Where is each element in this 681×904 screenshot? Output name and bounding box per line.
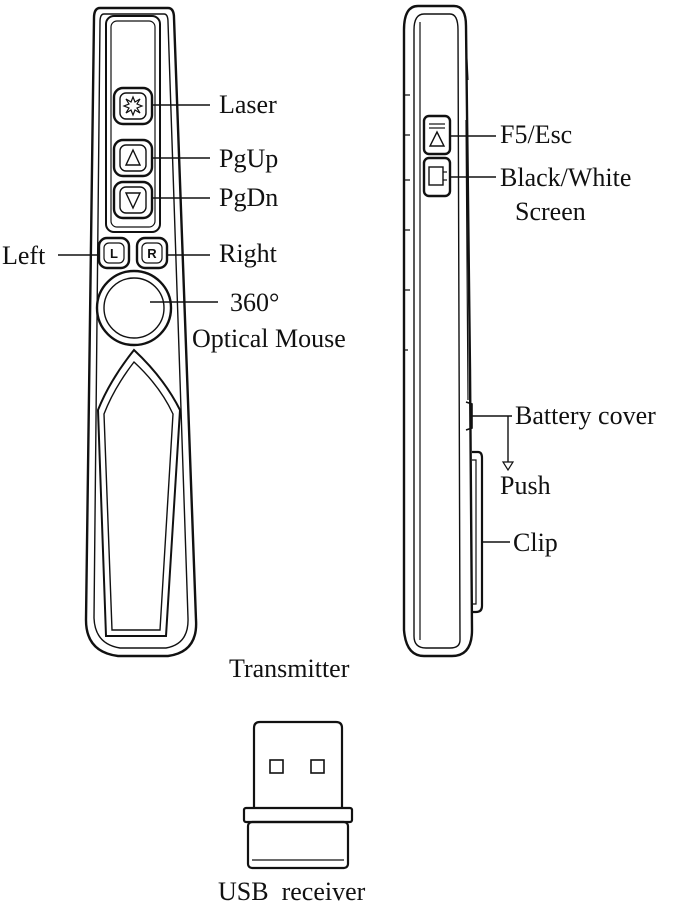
optical-mouse-sensor[interactable] <box>95 269 173 347</box>
left-mouse-button[interactable]: L <box>97 236 131 270</box>
front-body-outline <box>84 6 198 658</box>
transmitter-caption: Transmitter <box>229 654 350 683</box>
push-arrow-head <box>501 461 515 472</box>
right-label: Right <box>219 239 278 268</box>
transmitter-side-view: F5/Esc Black/White Screen Battery cover … <box>402 4 656 658</box>
down-triangle-icon <box>124 192 142 210</box>
side-rear-edge <box>465 39 469 401</box>
pgdn-label: PgDn <box>219 183 278 212</box>
transmitter-front-view: L R Laser PgUp PgDn Left Right 360° Opti… <box>2 6 346 658</box>
front-button-panel-inner <box>110 20 156 228</box>
screen-icon <box>428 166 444 186</box>
clip[interactable] <box>472 450 484 614</box>
up-triangle-icon <box>124 148 142 166</box>
side-ridges <box>404 94 410 351</box>
pgup-label: PgUp <box>219 144 278 173</box>
left-button-letter: L <box>110 246 118 261</box>
f5-triangle-icon <box>428 130 446 147</box>
pgup-button[interactable] <box>112 138 154 178</box>
laser-button[interactable] <box>112 86 154 126</box>
mouse-label-line1: 360° <box>230 288 279 317</box>
clip-inner <box>472 459 477 605</box>
usb-connector-hole-right <box>310 759 325 774</box>
usb-receiver-caption: USB receiver <box>218 877 366 904</box>
black-white-screen-button[interactable] <box>422 156 452 198</box>
side-body-outline <box>402 4 474 658</box>
right-button-letter: R <box>147 246 157 261</box>
f5-esc-label: F5/Esc <box>500 120 572 149</box>
usb-collar <box>242 806 354 824</box>
usb-connector <box>252 720 344 808</box>
usb-receiver <box>242 720 354 870</box>
f5-esc-button[interactable] <box>422 114 452 156</box>
black-white-label-line2: Screen <box>515 197 586 226</box>
side-body-inner <box>413 13 461 649</box>
usb-body <box>246 820 350 870</box>
laser-icon <box>122 95 144 117</box>
usb-connector-hole-left <box>269 759 284 774</box>
front-lower-arch <box>96 348 182 637</box>
right-mouse-button[interactable]: R <box>135 236 169 270</box>
push-label: Push <box>500 471 551 500</box>
mouse-label-line2: Optical Mouse <box>192 324 346 353</box>
battery-cover-label: Battery cover <box>515 401 656 430</box>
left-label: Left <box>2 241 46 270</box>
black-white-label-line1: Black/White <box>500 163 631 192</box>
pgdn-button[interactable] <box>112 180 154 220</box>
front-button-panel <box>105 15 161 233</box>
clip-label: Clip <box>513 528 558 557</box>
laser-label: Laser <box>219 90 277 119</box>
front-lower-arch-inner <box>103 360 174 631</box>
front-body-inner-line <box>93 13 189 649</box>
